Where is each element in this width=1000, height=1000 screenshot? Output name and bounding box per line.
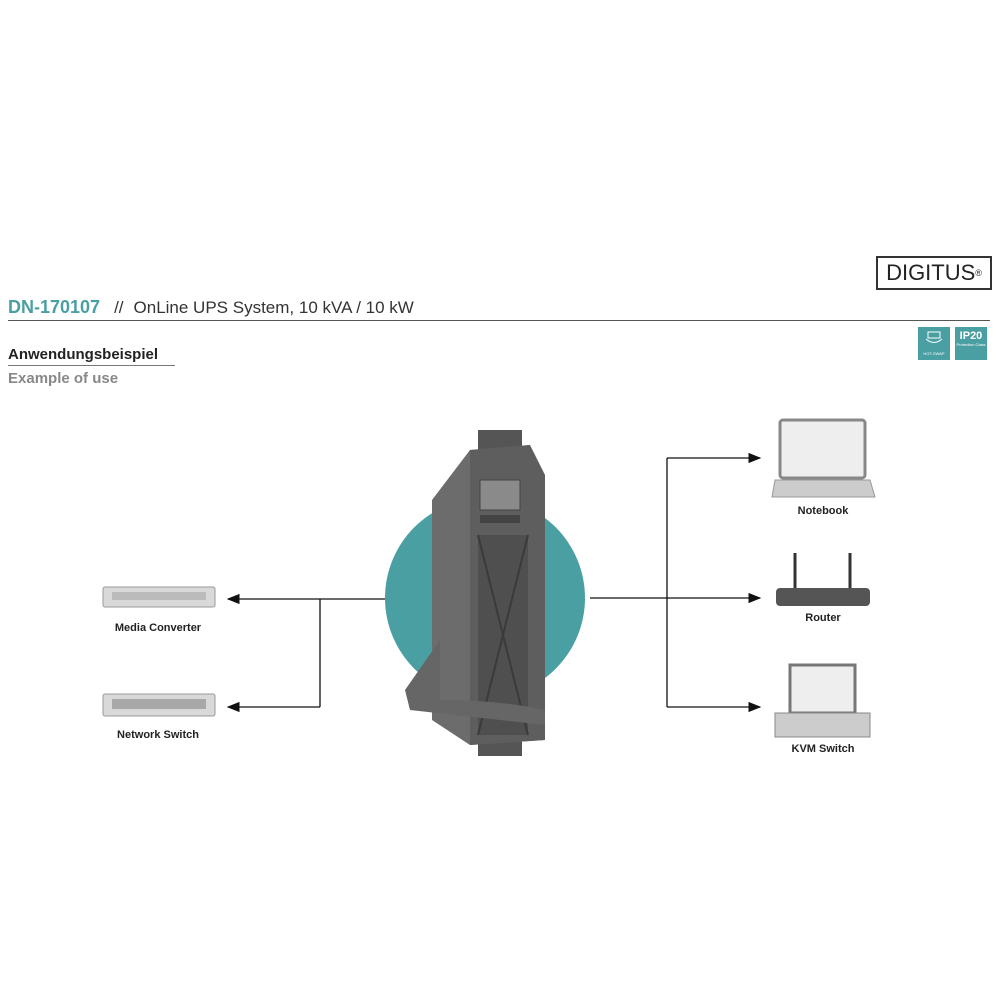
ups-tower-image xyxy=(405,430,545,756)
kvm-switch-label: KVM Switch xyxy=(791,743,855,755)
hot-swap-badge: HOT-SWAP xyxy=(918,327,950,360)
product-header: DN-170107 // OnLine UPS System, 10 kVA / 1… xyxy=(8,297,414,318)
router-icon xyxy=(776,553,870,606)
section-title-de: Anwendungsbeispiel xyxy=(8,346,175,366)
logo-mark: ® xyxy=(975,268,982,278)
digitus-logo: DIGITUS® xyxy=(876,256,992,290)
hot-swap-label: HOT-SWAP xyxy=(923,351,945,356)
media-converter-icon xyxy=(102,586,216,608)
ip20-badge: IP20 Protection Class xyxy=(955,327,987,360)
router-label: Router xyxy=(805,612,841,624)
network-switch-icon xyxy=(102,693,216,717)
section-title-en: Example of use xyxy=(8,370,119,387)
header-divider xyxy=(8,320,990,321)
notebook-label: Notebook xyxy=(797,505,849,517)
hot-swap-icon xyxy=(925,331,943,343)
media-converter-label: Media Converter xyxy=(114,622,202,634)
connection-lines xyxy=(226,452,762,713)
network-switch-label: Network Switch xyxy=(117,729,199,741)
ip20-sublabel: Protection Class xyxy=(956,342,986,347)
kvm-switch-icon xyxy=(774,663,871,738)
separator: // xyxy=(114,298,124,317)
logo-text: DIGITUS xyxy=(886,260,976,285)
product-title: OnLine UPS System, 10 kVA / 10 kW xyxy=(133,298,414,317)
ip20-label: IP20 xyxy=(959,330,983,342)
notebook-icon xyxy=(771,418,876,498)
product-code: DN-170107 xyxy=(8,297,101,317)
